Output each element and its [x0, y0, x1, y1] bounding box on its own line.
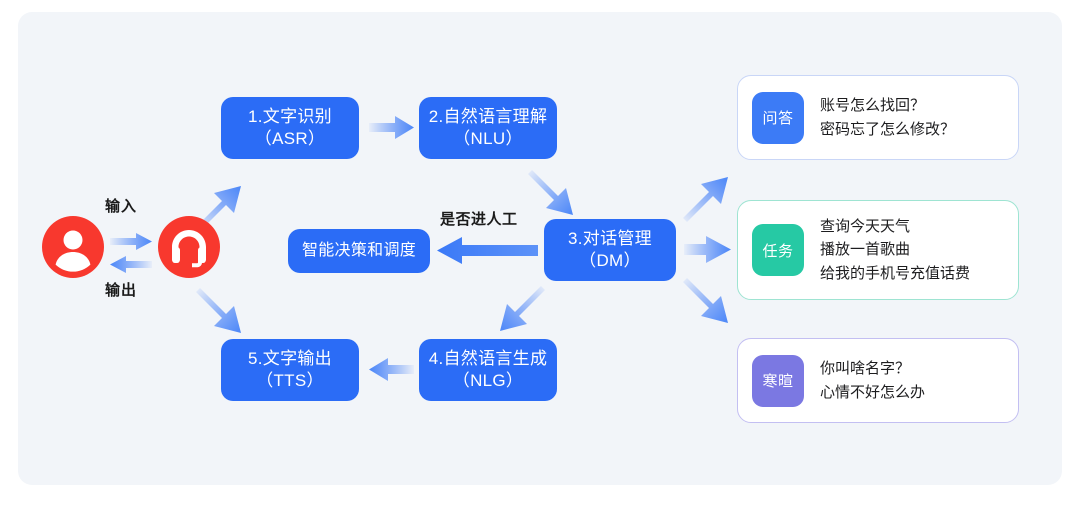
arrow-dm-to-qa-card: [683, 177, 728, 222]
process-box-dm[interactable]: 3.对话管理 （DM）: [544, 219, 676, 281]
process-box-nlu-line1: 2.自然语言理解: [428, 107, 548, 127]
card-line: 给我的手机号充值话费: [820, 264, 971, 282]
user-avatar-icon: [42, 216, 104, 278]
headset-icon: [158, 216, 220, 278]
process-box-nlg-line2: （NLG）: [452, 371, 524, 390]
arrow-dm-to-chat-card: [683, 278, 728, 323]
input-label: 输入: [105, 198, 138, 215]
process-box-asr[interactable]: 1.文字识别 （ASR）: [221, 97, 359, 159]
process-box-nlg[interactable]: 4.自然语言生成 （NLG）: [419, 339, 557, 401]
edge-label-manual-handoff: 是否进人工: [440, 211, 518, 228]
example-card-chat[interactable]: 寒暄 你叫啥名字？ 心情不好怎么办: [737, 338, 1019, 423]
process-box-dm-line2: （DM）: [579, 251, 641, 270]
card-line: 心情不好怎么办: [820, 383, 926, 401]
output-label: 输出: [105, 282, 138, 299]
process-box-tts[interactable]: 5.文字输出 （TTS）: [221, 339, 359, 401]
arrow-asr-to-nlu: [369, 116, 414, 139]
process-box-tts-line1: 5.文字输出: [248, 349, 332, 369]
process-box-asr-line1: 1.文字识别: [248, 107, 332, 127]
process-box-nlu[interactable]: 2.自然语言理解 （NLU）: [419, 97, 557, 159]
process-box-nlg-line1: 4.自然语言生成: [428, 349, 548, 369]
process-box-dm-line1: 3.对话管理: [568, 229, 652, 249]
card-badge-qa: 问答: [752, 91, 804, 144]
arrow-agent-to-user: [110, 256, 152, 273]
arrow-dm-to-nlg: [500, 286, 545, 331]
card-line: 密码忘了怎么修改？: [820, 120, 956, 138]
card-badge-task: 任务: [752, 224, 804, 276]
process-box-nlu-line2: （NLU）: [453, 129, 523, 148]
arrow-nlg-to-tts: [369, 358, 414, 381]
arrow-agent-to-tts: [196, 288, 241, 333]
card-line: 查询今天天气: [820, 218, 911, 236]
card-line: 播放一首歌曲: [820, 241, 911, 259]
example-card-qa[interactable]: 问答 账号怎么找回？ 密码忘了怎么修改？: [737, 75, 1019, 160]
example-card-task[interactable]: 任务 查询今天天气 播放一首歌曲 给我的手机号充值话费: [737, 200, 1019, 300]
card-line: 账号怎么找回？: [820, 97, 926, 115]
arrow-nlu-to-dm: [528, 170, 573, 215]
process-box-asr-line2: （ASR）: [254, 129, 326, 148]
process-box-dispatch[interactable]: 智能决策和调度: [288, 229, 430, 273]
arrow-agent-to-asr: [196, 186, 241, 231]
arrow-dm-to-task-card: [684, 236, 731, 263]
process-box-dispatch-label: 智能决策和调度: [301, 241, 417, 259]
card-badge-chat: 寒暄: [752, 354, 804, 407]
arrow-dm-to-dispatch: [437, 237, 538, 264]
card-line: 你叫啥名字？: [820, 360, 911, 378]
process-box-tts-line2: （TTS）: [256, 371, 324, 390]
card-lines-qa: 账号怎么找回？ 密码忘了怎么修改？: [820, 94, 955, 141]
card-lines-chat: 你叫啥名字？ 心情不好怎么办: [820, 357, 925, 404]
arrow-user-to-agent: [110, 233, 152, 250]
card-lines-task: 查询今天天气 播放一首歌曲 给我的手机号充值话费: [820, 215, 970, 285]
